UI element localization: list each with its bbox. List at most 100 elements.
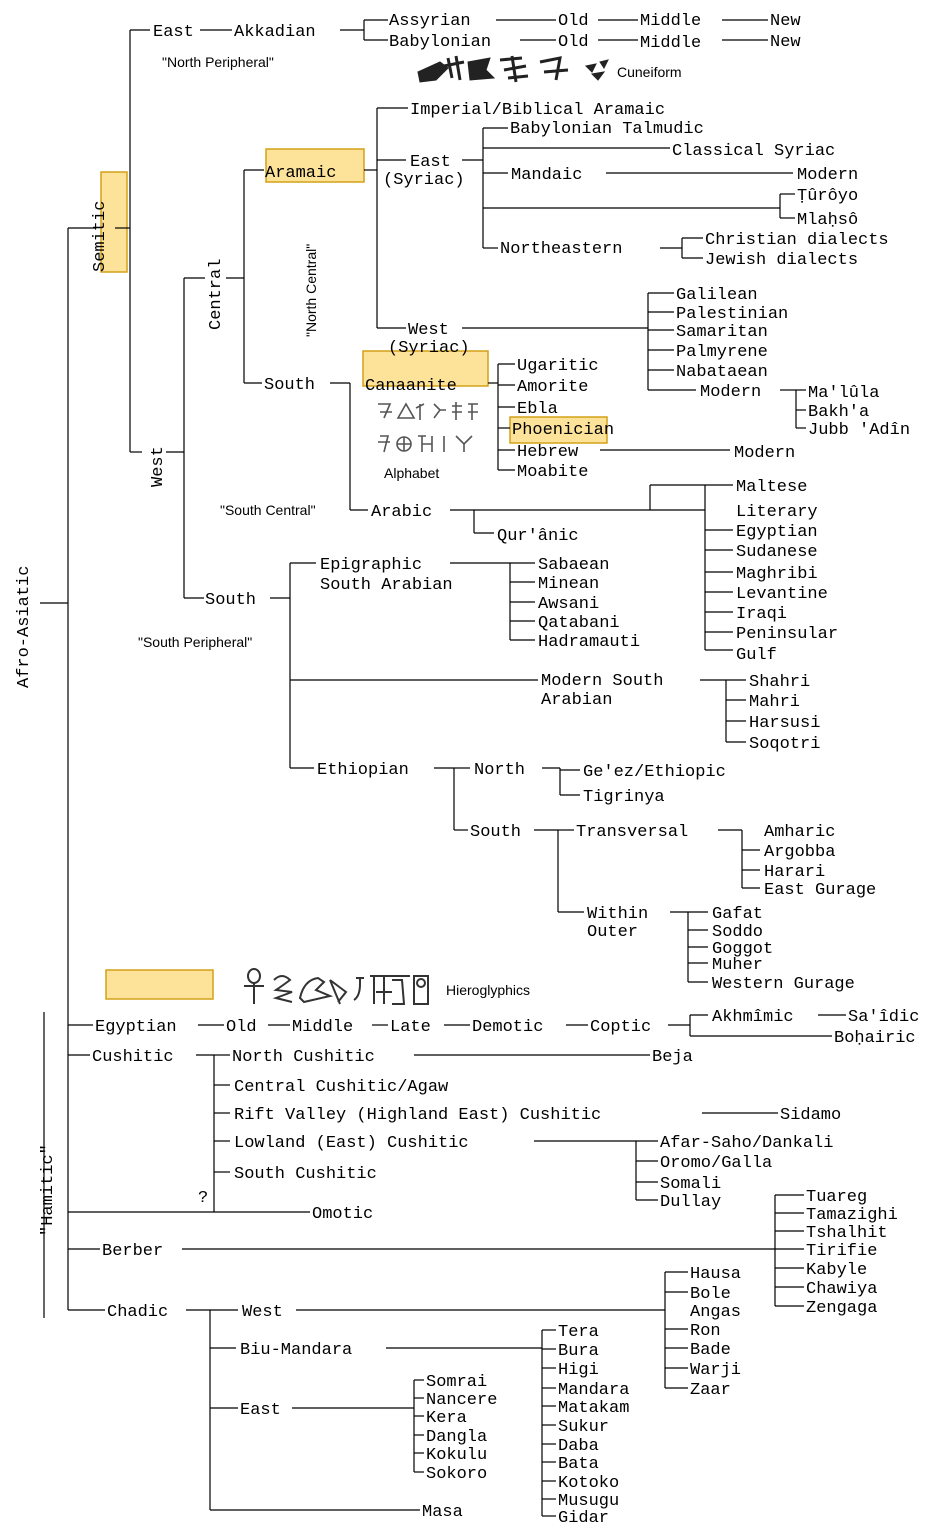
node-ugaritic: Ugaritic	[517, 357, 599, 376]
node-east-chadic: East	[240, 1401, 281, 1420]
node-mahri: Mahri	[749, 693, 800, 712]
node-west-syriac: West	[408, 321, 449, 340]
node-hadramauti: Hadramauti	[538, 633, 640, 652]
node-peninsular: Peninsular	[736, 625, 838, 644]
node-modern: Modern	[700, 383, 761, 402]
node-south: South	[470, 823, 521, 842]
node-lowland: Lowland (East) Cushitic	[234, 1134, 469, 1153]
node-quranic: Qur'ânic	[497, 527, 579, 546]
highlight-canaanite	[362, 350, 489, 387]
node-east-gurage: East Gurage	[764, 881, 876, 900]
node-alphabet: Alphabet	[384, 465, 439, 481]
node-northeastern: Northeastern	[500, 240, 622, 259]
node-dangla: Dangla	[426, 1428, 487, 1447]
highlight-semitic	[100, 171, 128, 273]
node-tshalhit: Tshalhit	[806, 1224, 888, 1243]
node-levantine: Levantine	[736, 585, 828, 604]
node-arabic: Arabic	[371, 503, 432, 522]
node-old: Old	[558, 12, 589, 31]
node-phoenician: Phoenician	[512, 421, 614, 440]
label-hamitic: "Hamitic"	[39, 1144, 58, 1236]
label-afro-asiatic: Afro-Asiatic	[15, 566, 34, 688]
node-harsusi: Harsusi	[749, 714, 820, 733]
node-afar: Afar-Saho/Dankali	[660, 1134, 833, 1153]
node-hausa: Hausa	[690, 1265, 741, 1284]
node-higi: Higi	[558, 1361, 599, 1380]
node-sukur: Sukur	[558, 1418, 609, 1437]
node-turoyo: Ṭûrôyo	[797, 187, 858, 206]
node-gulf: Gulf	[736, 646, 777, 665]
node-amharic: Amharic	[764, 823, 835, 842]
label-semitic: Semitic	[91, 201, 110, 272]
node-modern: Modern	[797, 166, 858, 185]
node-south-arabian: South Arabian	[320, 576, 453, 595]
node-south-central: "South Central"	[220, 502, 316, 518]
highlight-boxes	[100, 148, 608, 1000]
node-somrai: Somrai	[426, 1373, 487, 1392]
node-middle: Middle	[640, 34, 701, 53]
node-west-syriac-2: (Syriac)	[388, 339, 470, 358]
node-ebla: Ebla	[517, 400, 558, 419]
node-omotic: Omotic	[312, 1205, 373, 1224]
node-sidamo: Sidamo	[780, 1106, 841, 1125]
node-tigrinya: Tigrinya	[583, 788, 665, 807]
node-gafat: Gafat	[712, 905, 763, 924]
node-iraqi: Iraqi	[736, 605, 787, 624]
node-soqotri: Soqotri	[749, 735, 820, 754]
node-somali: Somali	[660, 1175, 721, 1194]
node-east: East	[153, 23, 194, 42]
node-soddo: Soddo	[712, 923, 763, 942]
node-angas: Angas	[690, 1303, 741, 1322]
node-daba: Daba	[558, 1437, 599, 1456]
node-within: Within	[587, 905, 648, 924]
node-sabaean: Sabaean	[538, 556, 609, 575]
node-canaanite: Canaanite	[365, 377, 457, 396]
node-west-chadic: West	[242, 1303, 283, 1322]
node-zengaga: Zengaga	[806, 1299, 877, 1318]
egyptian-hieroglyphs-icon	[244, 968, 429, 1005]
node-classical-syriac: Classical Syriac	[672, 142, 835, 161]
node-chawiya: Chawiya	[806, 1280, 877, 1299]
node-berber: Berber	[102, 1242, 163, 1261]
node-ethiopian: Ethiopian	[317, 761, 409, 780]
node-literary: Literary	[736, 503, 818, 522]
node-imperial-aramaic: Imperial/Biblical Aramaic	[410, 101, 665, 120]
node-outer: Outer	[587, 923, 638, 942]
node-question: ?	[198, 1189, 208, 1208]
cuneiform-glyphs-icon	[417, 55, 609, 83]
node-musugu: Musugu	[558, 1492, 619, 1511]
node-malula: Ma'lûla	[808, 384, 879, 403]
node-modern: Modern	[734, 444, 795, 463]
node-palmyrene: Palmyrene	[676, 343, 768, 362]
node-assyrian: Assyrian	[389, 12, 471, 31]
node-argobba: Argobba	[764, 843, 835, 862]
node-western-gurage: Western Gurage	[712, 975, 855, 994]
phoenician-alphabet-icon	[378, 402, 478, 453]
node-warji: Warji	[690, 1361, 741, 1380]
node-kokulu: Kokulu	[426, 1446, 487, 1465]
node-mandara: Mandara	[558, 1381, 629, 1400]
node-bohairic: Boḥairic	[834, 1029, 916, 1048]
node-zaar: Zaar	[690, 1381, 731, 1400]
node-tirifie: Tirifie	[806, 1242, 877, 1261]
highlight-phoenician	[509, 416, 608, 444]
node-beja: Beja	[652, 1048, 693, 1067]
node-bata: Bata	[558, 1455, 599, 1474]
node-babylonian-talmudic: Babylonian Talmudic	[510, 120, 704, 139]
node-old: Old	[226, 1018, 257, 1037]
node-bade: Bade	[690, 1341, 731, 1360]
node-epigraphic: Epigraphic	[320, 556, 422, 575]
node-moabite: Moabite	[517, 463, 588, 482]
node-hebrew: Hebrew	[517, 443, 579, 462]
node-christian-dialects: Christian dialects	[705, 231, 889, 250]
node-shahri: Shahri	[749, 673, 810, 692]
node-kabyle: Kabyle	[806, 1261, 867, 1280]
node-south: South	[264, 376, 315, 395]
node-rift-valley: Rift Valley (Highland East) Cushitic	[234, 1106, 601, 1125]
node-tuareg: Tuareg	[806, 1188, 867, 1207]
node-kotoko: Kotoko	[558, 1474, 619, 1493]
node-nancere: Nancere	[426, 1391, 497, 1410]
node-north: North	[474, 761, 525, 780]
node-dullay: Dullay	[660, 1193, 721, 1212]
